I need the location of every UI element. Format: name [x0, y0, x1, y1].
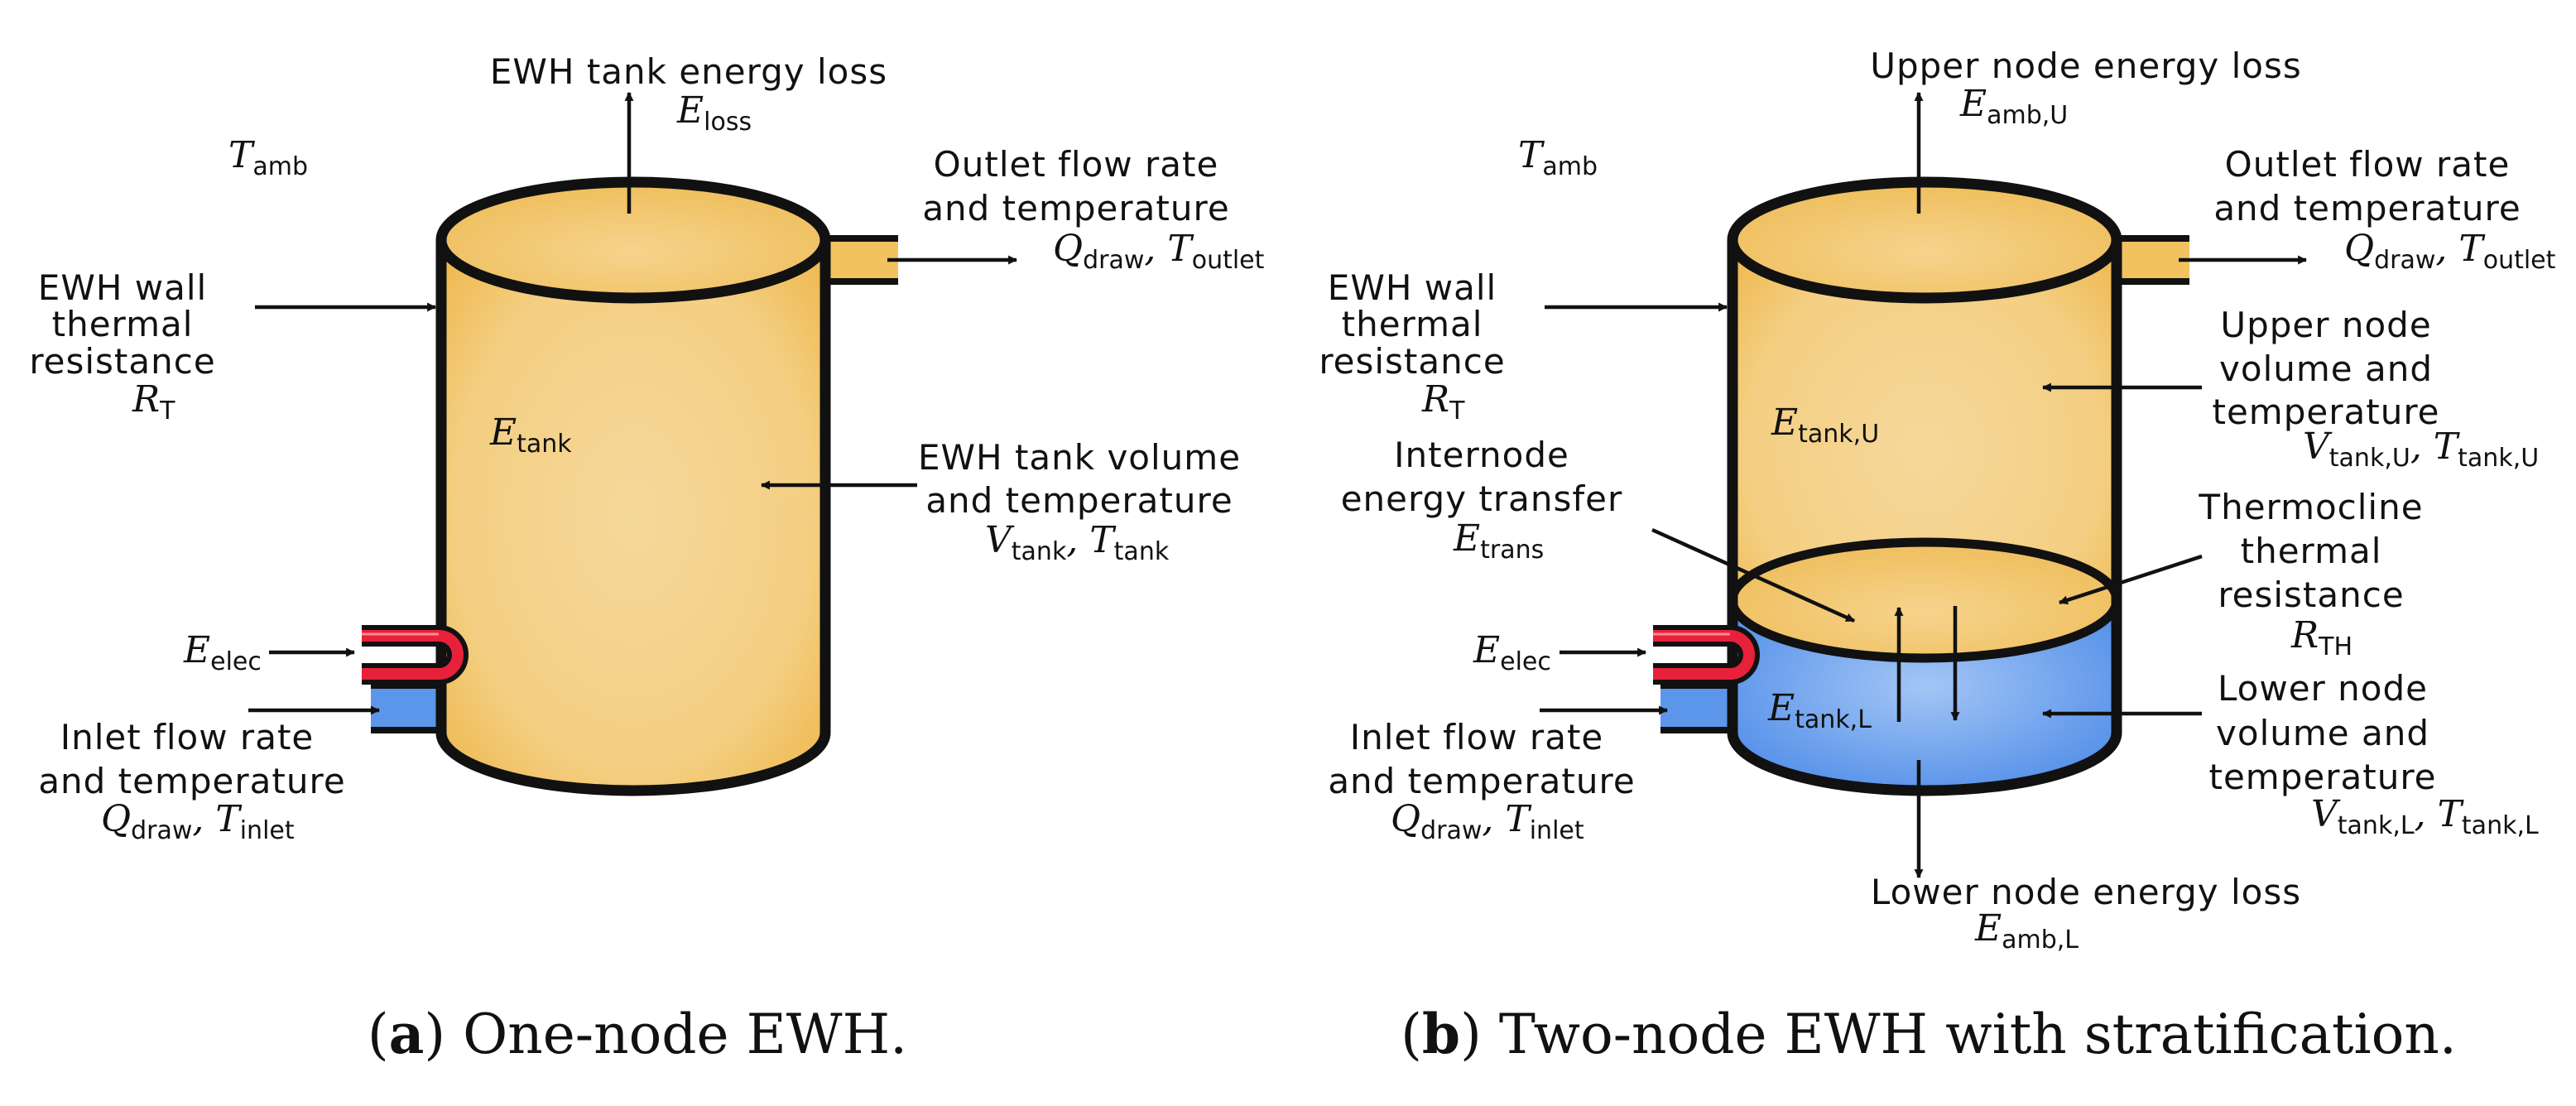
internode-label-line1: Internode: [1394, 435, 1569, 475]
panel-a: EWH tank energy loss Eloss Tamb Outlet f…: [29, 51, 1264, 1066]
inlet-label-a-line1: Inlet flow rate: [60, 717, 315, 757]
outlet-pipe: [824, 235, 898, 285]
thermocline-arrow: [2058, 554, 2203, 605]
tank-b: [1727, 176, 2122, 796]
upper-node-label-line2: volume and: [2219, 349, 2433, 389]
upper-loss-label: Upper node energy loss: [1870, 46, 2302, 86]
e-elec-symbol-b: Eelec: [1473, 629, 1551, 676]
thermocline-label-line2: thermal: [2241, 531, 2382, 571]
internode-label-line2: energy transfer: [1341, 478, 1623, 519]
caption-a: (a) One-node EWH.: [368, 1002, 907, 1066]
e-amb-u-symbol: Eamb,U: [1959, 83, 2068, 130]
upper-node-symbols: Vtank,U, Ttank,U: [2303, 426, 2539, 473]
inlet-label-b-line1: Inlet flow rate: [1350, 717, 1604, 757]
lower-node-symbols: Vtank,L, Ttank,L: [2311, 793, 2539, 840]
lower-loss-label: Lower node energy loss: [1871, 872, 2301, 912]
heater-element-b: [1653, 625, 1760, 685]
thermocline-disk: [1728, 537, 2122, 663]
wall-label-a-line3: resistance: [29, 341, 215, 382]
outlet-label-b-line2: and temperature: [2213, 188, 2521, 228]
wall-label-b-line3: resistance: [1319, 341, 1505, 382]
inlet-symbols-a: Qdraw, Tinlet: [101, 798, 295, 845]
r-th-symbol: RTH: [2290, 614, 2353, 661]
wall-label-a-line1: EWH wall: [38, 267, 207, 308]
heater-element-a: [362, 625, 469, 685]
outlet-label-a-line2: and temperature: [922, 188, 1229, 228]
e-elec-symbol-a: Eelec: [183, 629, 262, 676]
wall-label-a-line2: thermal: [52, 304, 194, 344]
wall-label-b-line2: thermal: [1342, 304, 1483, 344]
panel-b: Upper node energy loss Eamb,U Tamb Outle…: [1319, 46, 2555, 1066]
inlet-symbols-b: Qdraw, Tinlet: [1391, 798, 1584, 845]
r-t-symbol-b: RT: [1421, 378, 1465, 426]
tank-a: [435, 176, 831, 796]
thermocline-label-line1: Thermocline: [2198, 487, 2423, 527]
lower-node-label-line1: Lower node: [2218, 668, 2428, 709]
thermocline-label-line3: resistance: [2218, 575, 2404, 615]
caption-b: (b) Two-node EWH with stratification.: [1401, 1002, 2457, 1066]
e-tank-symbol: Etank: [489, 411, 572, 459]
volume-label-a-line2: and temperature: [925, 480, 1233, 521]
energy-loss-label-a: EWH tank energy loss: [490, 51, 887, 92]
e-tank-u-symbol: Etank,U: [1771, 402, 1879, 449]
t-amb-symbol-a: Tamb: [228, 134, 308, 181]
outlet-symbols-b: Qdraw, Toutlet: [2344, 228, 2556, 275]
e-trans-symbol: Etrans: [1453, 517, 1544, 565]
outlet-label-b-line1: Outlet flow rate: [2225, 144, 2511, 185]
outlet-label-a-line1: Outlet flow rate: [934, 144, 1219, 185]
outlet-symbols-a: Qdraw, Toutlet: [1053, 228, 1265, 275]
inlet-label-b-line2: and temperature: [1328, 761, 1635, 801]
inlet-pipe: [371, 682, 445, 733]
r-t-symbol-a: RT: [132, 378, 175, 426]
t-amb-symbol-b: Tamb: [1518, 134, 1598, 181]
lower-node-label-line2: volume and: [2216, 713, 2429, 753]
wall-label-b-line1: EWH wall: [1328, 267, 1497, 308]
e-amb-l-symbol: Eamb,L: [1974, 907, 2079, 955]
e-tank-l-symbol: Etank,L: [1767, 687, 1872, 734]
e-loss-symbol: Eloss: [676, 89, 752, 137]
inlet-pipe-b: [1660, 682, 1735, 733]
lower-node-label-line3: temperature: [2209, 757, 2437, 797]
upper-node-label-line3: temperature: [2213, 392, 2440, 432]
internode-arrow: [1651, 527, 1856, 623]
outlet-pipe-b: [2115, 235, 2189, 285]
upper-node-label-line1: Upper node: [2220, 305, 2431, 345]
inlet-label-a-line2: and temperature: [38, 761, 345, 801]
volume-symbols-a: Vtank, Ttank: [985, 519, 1170, 566]
volume-label-a-line1: EWH tank volume: [918, 437, 1241, 478]
